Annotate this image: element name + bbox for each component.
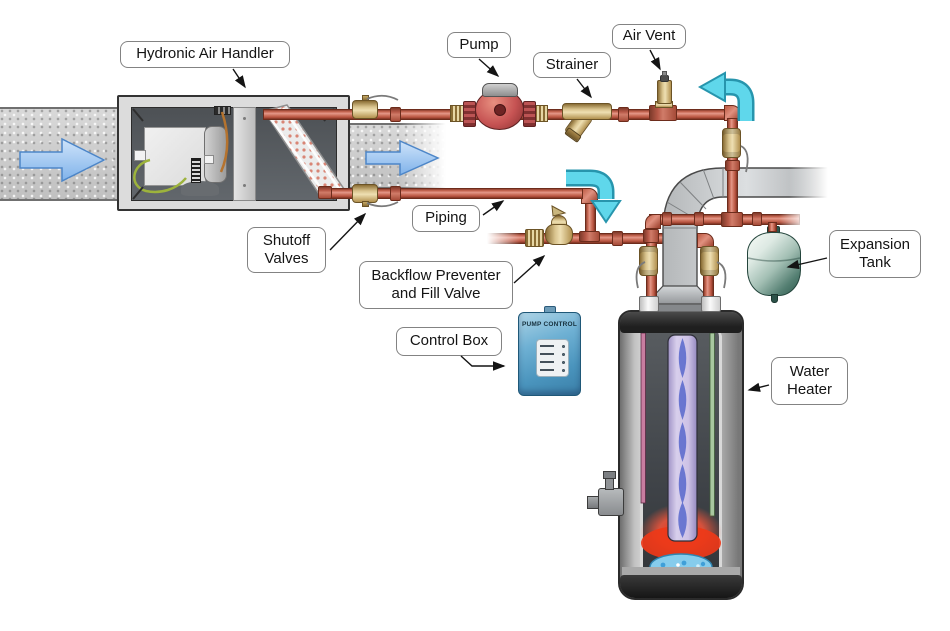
heater-port-sleeve (639, 296, 659, 312)
air-vent-cap (660, 75, 669, 82)
mounting-tab (204, 155, 214, 164)
riser-tee (721, 212, 743, 227)
water-heater-top-cap (620, 312, 742, 333)
pipe-coupling (618, 107, 629, 122)
pipe-coupling (612, 231, 623, 246)
cabinet-vent-slot (214, 106, 231, 115)
pipe-coupling (694, 212, 704, 226)
label-shutoff-valves: Shutoff Valves (247, 227, 326, 273)
water-heater-internals (622, 332, 740, 581)
pump-union (450, 105, 464, 122)
label-strainer: Strainer (533, 52, 611, 78)
pump-hub (494, 104, 506, 116)
label-water-heater: Water Heater (771, 357, 848, 405)
label-backflow-preventer: Backflow Preventer and Fill Valve (359, 261, 513, 309)
isolation-valve-cold (700, 246, 719, 276)
tank-riser-stub (768, 222, 777, 232)
water-heater (618, 310, 744, 600)
burner-glow-band (641, 526, 721, 560)
pump-control-box: PUMP CONTROL (518, 312, 581, 396)
mounting-tab (134, 150, 146, 161)
label-piping: Piping (412, 205, 480, 232)
y-strainer (562, 103, 612, 120)
air-vent-nub (662, 71, 667, 76)
pipe-coupling (662, 212, 672, 226)
tank-drain-stub (771, 294, 778, 303)
backflow-preventer-valve (545, 224, 573, 245)
pipe-coupling (752, 212, 762, 226)
pipe-coupling (390, 107, 401, 122)
pipe-coupling (725, 160, 740, 171)
control-box-title: PUMP CONTROL (521, 321, 577, 328)
isolation-valve-hot (639, 246, 658, 276)
led-indicator-row (540, 360, 565, 364)
pipe-tee (579, 231, 600, 242)
supply-duct-left (0, 107, 120, 201)
air-vent-valve (657, 80, 672, 104)
isolation-valve-riser (722, 128, 741, 158)
shell-ring (622, 567, 740, 577)
motor-vent-grille (191, 158, 201, 183)
label-control-box: Control Box (396, 327, 502, 356)
led-indicator-row (540, 368, 565, 372)
blower-housing (181, 181, 219, 196)
label-expansion-tank: Expansion Tank (829, 230, 921, 278)
pipe-coupling (390, 186, 401, 201)
water-heater-base (620, 575, 742, 598)
led-indicator-row (540, 344, 565, 348)
pipe-elbow (645, 214, 661, 229)
supply-duct-right (348, 123, 450, 189)
heater-port-sleeve (701, 296, 721, 312)
expansion-tank (747, 232, 801, 296)
gas-valve-cap (603, 471, 616, 479)
pipe-elbow (581, 188, 598, 204)
gas-control-valve (598, 488, 624, 516)
control-box-led-panel (536, 339, 569, 377)
flue-flames (678, 338, 687, 538)
pump-union (534, 105, 548, 122)
union-fitting (525, 229, 544, 247)
coil-elbow (318, 186, 332, 199)
dip-tube (709, 332, 715, 517)
pipe-coupling (643, 229, 659, 243)
label-air-vent: Air Vent (612, 24, 686, 49)
label-air-handler: Hydronic Air Handler (120, 41, 290, 68)
pump-motor-cap (482, 83, 518, 97)
shutoff-valve-supply (352, 100, 378, 119)
pump-flange (523, 101, 536, 127)
led-indicator-row (540, 352, 565, 356)
label-pump: Pump (447, 32, 511, 58)
cabinet-divider-panel (233, 107, 256, 201)
anode-rod (640, 332, 646, 504)
pump-flange (463, 101, 476, 127)
